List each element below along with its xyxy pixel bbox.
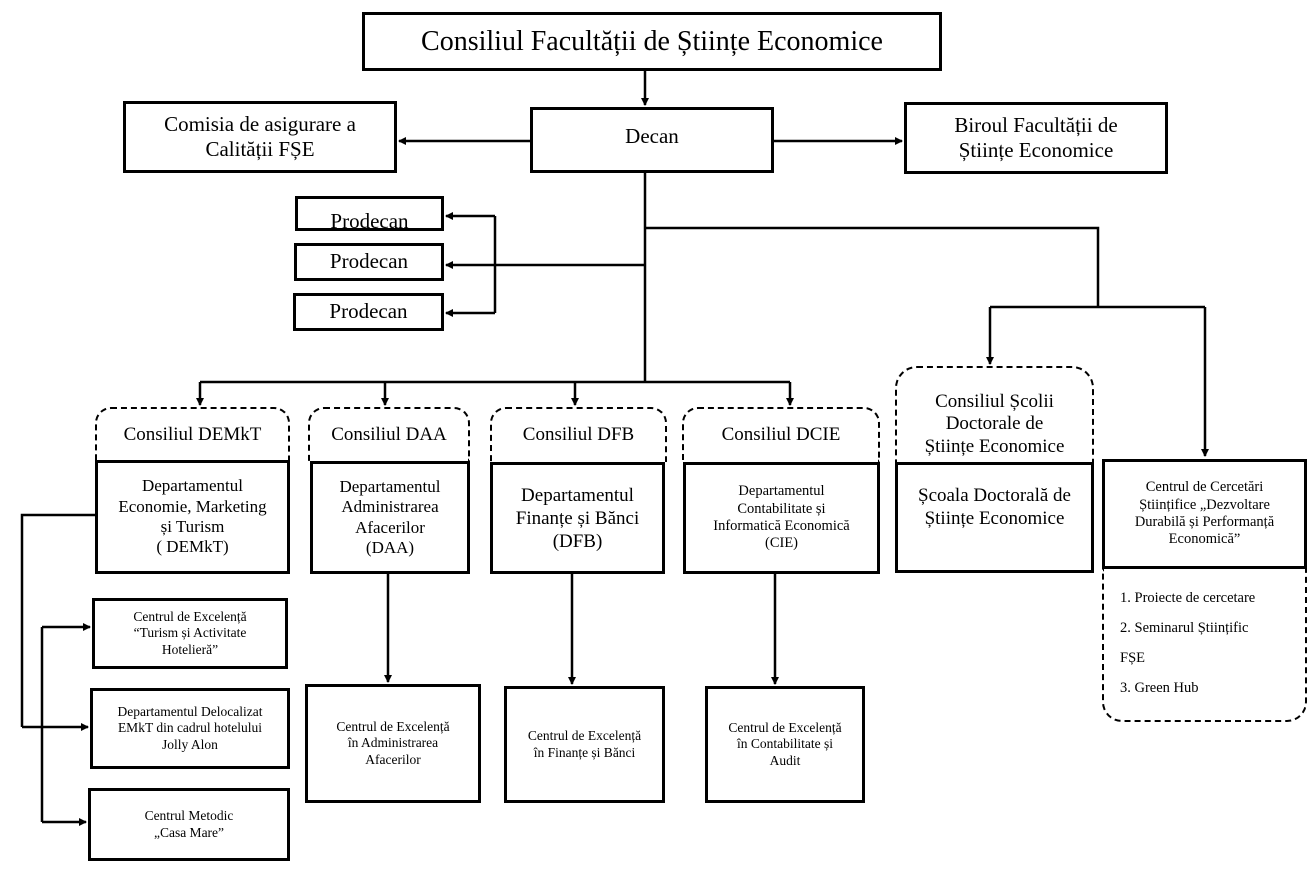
subunit-line: „Casa Mare” xyxy=(153,824,225,840)
faculty-bureau-box: Biroul Facultății de Științe Economice xyxy=(904,102,1168,174)
department-cie: Departamentul Contabilitate și Informati… xyxy=(683,462,880,574)
centre-line: în Finanțe și Bănci xyxy=(533,744,636,760)
department-line: ( DEMkT) xyxy=(156,537,229,557)
faculty-bureau-line: Științe Economice xyxy=(958,138,1114,162)
excellence-centre-dfb: Centrul de Excelență în Finanțe și Bănci xyxy=(504,686,665,803)
vice-dean-box: Prodecan xyxy=(295,196,444,231)
centre-line: Afacerilor xyxy=(365,751,421,767)
department-line: Departamentul xyxy=(141,476,243,496)
council-label: Consiliul DFB xyxy=(522,424,635,446)
vice-dean-label: Prodecan xyxy=(329,249,409,274)
faculty-council-box: Consiliul Facultății de Științe Economic… xyxy=(362,12,942,71)
department-line: Departamentul xyxy=(738,483,825,500)
department-line: Departamentul xyxy=(521,485,634,506)
doctoral-council-line: Doctorale de xyxy=(945,413,1044,435)
subunit-line: EMkT din cadrul hotelului xyxy=(117,720,263,736)
faculty-bureau-line: Biroul Facultății de xyxy=(954,112,1118,137)
relocated-department: Departamentul Delocalizat EMkT din cadru… xyxy=(90,688,290,769)
methodic-centre: Centrul Metodic „Casa Mare” xyxy=(88,788,290,861)
quality-commission-box: Comisia de asigurare a Calității FȘE xyxy=(123,101,397,173)
department-line: (CIE) xyxy=(764,535,798,552)
doctoral-council-line: Consiliul Școlii xyxy=(935,390,1054,412)
vice-dean-label: Prodecan xyxy=(329,299,408,324)
centre-line: Audit xyxy=(769,752,801,768)
council-dfb: Consiliul DFB xyxy=(490,407,667,462)
doctoral-school-line: Școala Doctorală de xyxy=(918,485,1071,506)
council-label: Consiliul DAA xyxy=(331,423,447,445)
subunit-line: Centrul Metodic xyxy=(144,808,234,824)
doctoral-school-council: Consiliul Școlii Doctorale de Științe Ec… xyxy=(895,366,1094,463)
centre-line: în Contabilitate și xyxy=(737,736,833,752)
department-line: (DAA) xyxy=(365,537,415,557)
centre-line: Centrul de Excelență xyxy=(728,720,842,736)
subunit-line: Jolly Alon xyxy=(162,736,218,752)
doctoral-school-line: Științe Economice xyxy=(924,507,1065,529)
council-dcie: Consiliul DCIE xyxy=(682,407,880,462)
department-line: Administrarea xyxy=(341,497,439,517)
quality-commission-line: Calității FȘE xyxy=(205,137,315,161)
doctoral-school: Școala Doctorală de Științe Economice xyxy=(895,462,1094,573)
vice-dean-label: Prodecan xyxy=(330,208,409,231)
council-daa: Consiliul DAA xyxy=(308,407,470,461)
department-line: Informatică Economică xyxy=(713,518,850,534)
department-line: Contabilitate și xyxy=(737,500,826,517)
excellence-centre-daa: Centrul de Excelență în Administrarea Af… xyxy=(305,684,481,803)
vice-dean-box: Prodecan xyxy=(294,243,444,281)
department-line: Afacerilor xyxy=(355,517,425,537)
research-centre: Centrul de Cercetări Științifice „Dezvol… xyxy=(1102,459,1307,569)
department-demkt: Departamentul Economie, Marketing și Tur… xyxy=(95,460,290,574)
department-line: Finanțe și Bănci xyxy=(515,507,640,529)
research-centre-line: Durabilă și Performanță xyxy=(1134,514,1275,530)
centre-line: Centrul de Excelență xyxy=(527,728,642,744)
centre-line: Centrul de Excelență xyxy=(336,719,450,735)
council-label: Consiliul DEMkT xyxy=(123,423,262,445)
research-activity-item: FȘE xyxy=(1120,650,1145,666)
subunit-line: Departamentul Delocalizat xyxy=(117,704,263,720)
vice-dean-box: Prodecan xyxy=(293,293,444,331)
research-activities-list: 1. Proiecte de cercetare 2. Seminarul Șt… xyxy=(1102,569,1307,722)
department-line: Economie, Marketing xyxy=(118,496,267,516)
excellence-centre-cie: Centrul de Excelență în Contabilitate și… xyxy=(705,686,865,803)
centre-line: în Administrarea xyxy=(347,735,439,751)
dean-label: Decan xyxy=(625,124,679,148)
faculty-council-title: Consiliul Facultății de Științe Economic… xyxy=(421,25,883,57)
research-activity-item: 1. Proiecte de cercetare xyxy=(1120,590,1256,606)
subunit-line: “Turism și Activitate xyxy=(133,625,247,641)
council-demkt: Consiliul DEMkT xyxy=(95,407,290,461)
department-line: și Turism xyxy=(160,517,225,536)
department-line: Departamentul xyxy=(339,476,441,496)
department-daa: Departamentul Administrarea Afacerilor (… xyxy=(310,461,470,574)
research-centre-line: Economică” xyxy=(1168,531,1241,548)
research-activity-item: 3. Green Hub xyxy=(1120,680,1199,696)
tourism-excellence-centre: Centrul de Excelență “Turism și Activita… xyxy=(92,598,288,669)
research-centre-line: Științifice „Dezvoltare xyxy=(1139,496,1270,513)
doctoral-council-line: Științe Economice xyxy=(924,436,1065,458)
department-line: (DFB) xyxy=(552,530,603,552)
subunit-line: Hotelieră” xyxy=(161,641,219,657)
subunit-line: Centrul de Excelență xyxy=(133,609,247,625)
quality-commission-line: Comisia de asigurare a xyxy=(164,111,356,136)
dean-box: Decan xyxy=(530,107,774,173)
research-centre-line: Centrul de Cercetări xyxy=(1145,479,1264,496)
research-activity-item: 2. Seminarul Științific xyxy=(1120,620,1249,636)
council-label: Consiliul DCIE xyxy=(721,424,841,446)
department-dfb: Departamentul Finanțe și Bănci (DFB) xyxy=(490,462,665,574)
